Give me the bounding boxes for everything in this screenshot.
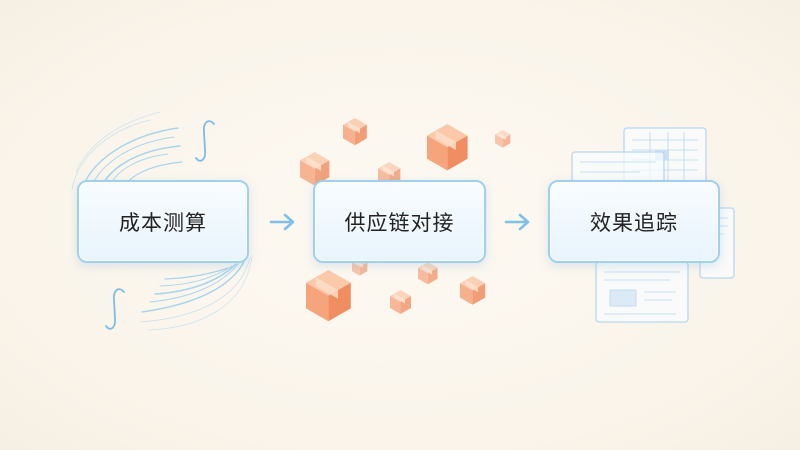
- integral-icon: [195, 120, 215, 162]
- document-icon: [571, 151, 665, 185]
- integral-icon: [105, 288, 125, 330]
- step-supply-chain: 供应链对接: [313, 180, 486, 263]
- step-label: 成本测算: [119, 210, 207, 235]
- step-label: 供应链对接: [344, 210, 455, 235]
- arrow-right-icon: [269, 213, 295, 231]
- step-cost-calculation: 成本测算: [77, 180, 249, 263]
- step-effect-tracking: 效果追踪: [548, 180, 720, 263]
- arrow-right-icon: [504, 213, 530, 231]
- document-icon: [595, 261, 689, 323]
- step-label: 效果追踪: [590, 210, 678, 235]
